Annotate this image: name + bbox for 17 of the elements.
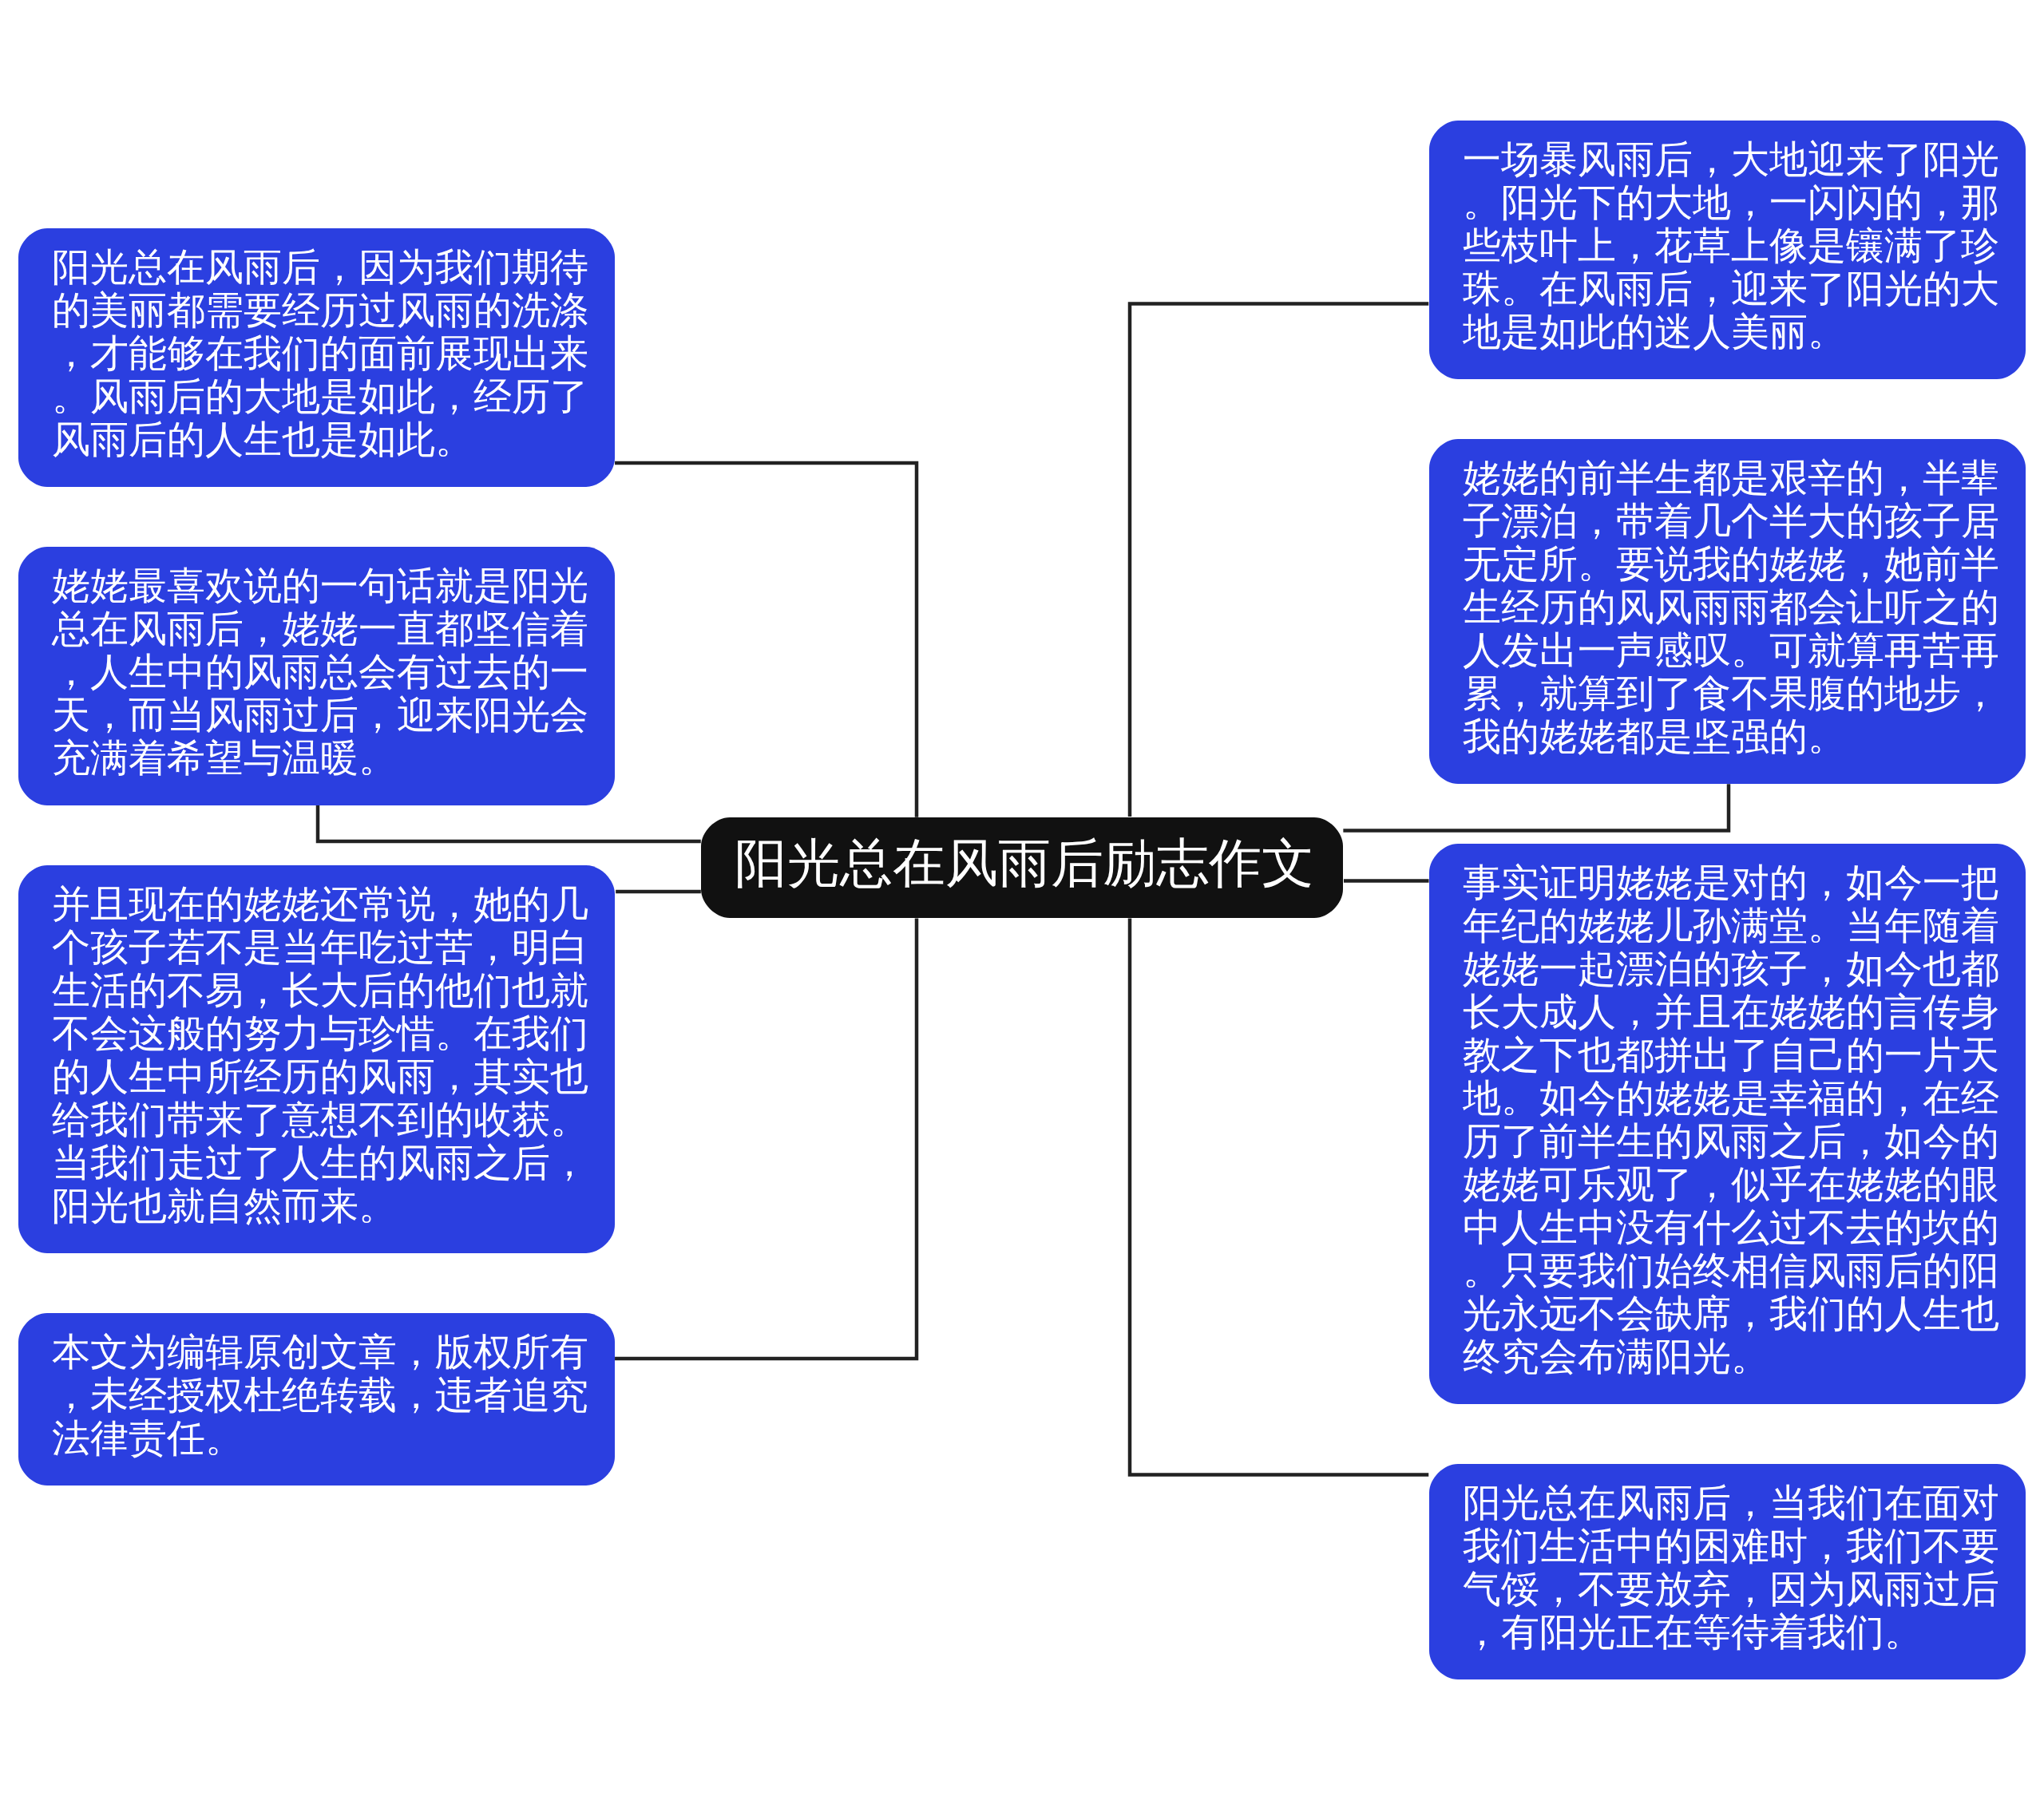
node-box: 姥姥的前半生都是艰辛的，半辈子漂泊，带着几个半大的孩子居无定所。要说我的姥姥，她前半生经历的风风雨雨都会让听之的人发出一声感叹。可就算再苦再累，就算到了食不果腹的地步，我的姥姥都是坚强的。 <box>1429 439 2026 784</box>
connector <box>1343 784 1731 833</box>
node-box: 阳光总在风雨后，因为我们期待的美丽都需要经历过风雨的洗涤，才能够在我们的面前展现出来。风雨后的大地是如此，经历了风雨后的人生也是如此。 <box>18 228 615 487</box>
node-box: 并且现在的姥姥还常说，她的几个孩子若不是当年吃过苦，明白生活的不易，长大后的他们也就不会这般的努力与珍惜。在我们的人生中所经历的风雨，其实也给我们带来了意想不到的收获。当我们走过了人生的风雨之后，阳光也就自然而来。 <box>18 865 615 1253</box>
node-box: 姥姥最喜欢说的一句话就是阳光总在风雨后，姥姥一直都坚信着，人生中的风雨总会有过去的一天，而当风雨过后，迎来阳光会充满着希望与温暖。 <box>18 547 615 805</box>
connector <box>615 918 919 1361</box>
connector <box>616 889 701 894</box>
connector <box>1343 879 1429 883</box>
node-box: 一场暴风雨后，大地迎来了阳光。阳光下的大地，一闪闪的，那些枝叶上，花草上像是镶满了珍珠。在风雨后，迎来了阳光的大地是如此的迷人美丽。 <box>1429 121 2026 379</box>
node-box: 阳光总在风雨后，当我们在面对我们生活中的困难时，我们不要气馁，不要放弃，因为风雨过后，有阳光正在等待着我们。 <box>1429 1464 2026 1679</box>
connector <box>1127 918 1429 1477</box>
connector <box>615 461 919 817</box>
connector <box>1127 302 1429 817</box>
node-box: 本文为编辑原创文章，版权所有，未经授权杜绝转载，违者追究法律责任。 <box>18 1313 615 1485</box>
node-box: 事实证明姥姥是对的，如今一把年纪的姥姥儿孙满堂。当年随着姥姥一起漂泊的孩子，如今也都长大成人，并且在姥姥的言传身教之下也都拼出了自己的一片天地。如今的姥姥是幸福的，在经历了前半生的风雨之后，如今的姥姥可乐观了，似乎在姥姥的眼中人生中没有什么过不去的坎的。只要我们始终相信风雨后的阳光永远不会缺席，我们的人生也终究会布满阳光。 <box>1429 844 2026 1404</box>
connector <box>315 805 701 844</box>
node-box: 阳光总在风雨后励志作文 <box>701 817 1343 918</box>
